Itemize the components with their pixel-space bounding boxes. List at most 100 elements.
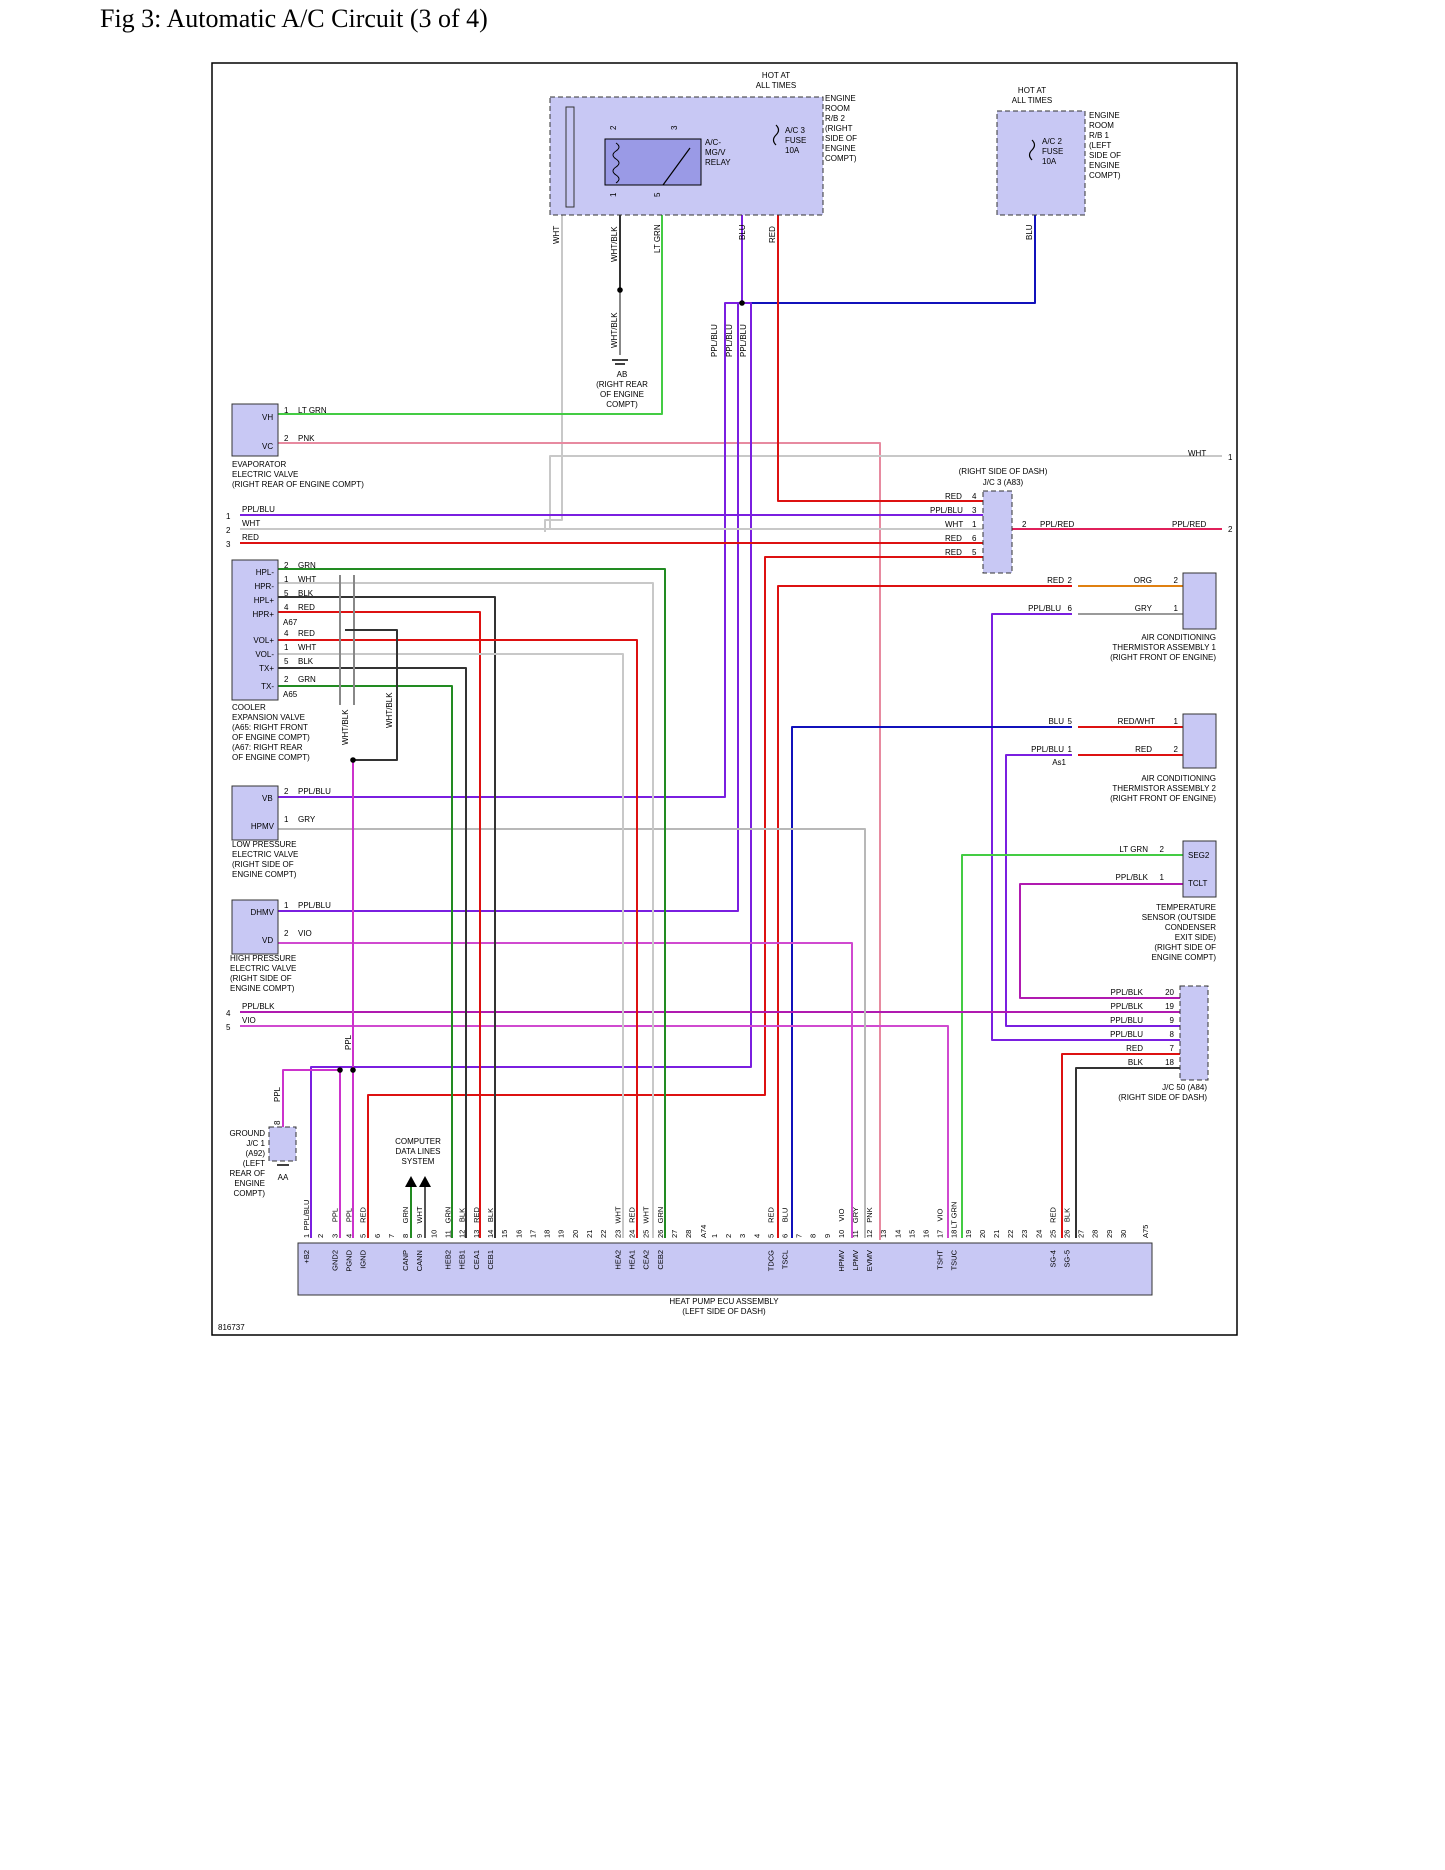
ecu-a75-pin-number: 11 bbox=[851, 1230, 860, 1238]
ecu-a75-terminal-name: TSUC bbox=[950, 1249, 959, 1270]
ecu-a74-pin-number: 8 bbox=[401, 1234, 410, 1238]
label-text: LT GRN bbox=[653, 224, 662, 253]
label-text: 1 bbox=[284, 901, 289, 910]
ecu-connector-a74: A74 bbox=[699, 1225, 708, 1238]
ecu-a74-pin-number: 26 bbox=[656, 1230, 665, 1238]
ecu-a74-wire-color: RED bbox=[472, 1207, 481, 1223]
label-text: 4 bbox=[226, 1009, 231, 1018]
ecu-a75-terminal-name: LPMV bbox=[851, 1250, 860, 1270]
label-text: PPL/BLK bbox=[1116, 873, 1149, 882]
wire-pnk-evap-vc bbox=[278, 442, 881, 1240]
label-text: PPL/BLU bbox=[930, 506, 963, 515]
cev-pin: VOL- bbox=[255, 650, 274, 659]
ecu-a74-pin-number: 22 bbox=[599, 1230, 608, 1238]
relay-coil-icon bbox=[612, 142, 620, 184]
cev-pin-number: 2 bbox=[284, 561, 289, 570]
diagram-frame bbox=[211, 62, 1238, 1336]
jc50-wire-color: PPL/BLK bbox=[1111, 1002, 1144, 1011]
wire-pplblu-hpv bbox=[278, 302, 742, 912]
label-text: 1 bbox=[1174, 604, 1179, 613]
wire-pplblu-jc50-8 bbox=[991, 613, 1180, 1041]
label-text: DHMV bbox=[250, 908, 274, 917]
label-text: WHT bbox=[552, 226, 561, 244]
label-text: PPL bbox=[273, 1086, 282, 1102]
ecu-a75-pin-number: 21 bbox=[992, 1230, 1001, 1238]
label-text: 3 bbox=[972, 506, 977, 515]
label-text: A65 bbox=[283, 690, 298, 699]
wire-blu-rb1 bbox=[742, 215, 1036, 304]
ecu-a74-wire-color: PPL bbox=[344, 1208, 353, 1222]
ecu-a75-pin-number: 27 bbox=[1077, 1230, 1086, 1238]
ecu-a75-pin-number: 16 bbox=[922, 1230, 931, 1238]
ecu-a75-pin-number: 2 bbox=[724, 1234, 733, 1238]
label-text: PPL/RED bbox=[1040, 520, 1074, 529]
ecu-a74-pin-number: 16 bbox=[514, 1230, 523, 1238]
label-text: 6 bbox=[1068, 604, 1073, 613]
label-text: PPL/BLU bbox=[1031, 745, 1064, 754]
wire-blk-sg5 bbox=[1075, 1067, 1180, 1238]
ecu-a74-wire-color: BLK bbox=[458, 1208, 467, 1222]
ecu-a74-pin-number: 21 bbox=[585, 1230, 594, 1238]
ecu-a74-terminal-name: CEA2 bbox=[642, 1250, 651, 1270]
jc50-pin-number: 7 bbox=[1170, 1044, 1175, 1053]
label-text: PPL/BLU bbox=[725, 324, 734, 357]
cev-wire-color: GRN bbox=[298, 675, 316, 684]
ecu-a75-pin-number: 1 bbox=[710, 1234, 719, 1238]
label-text: RED bbox=[1135, 745, 1152, 754]
low-pressure-electric-valve bbox=[231, 785, 279, 841]
ecu-a74-wire-color: GRN bbox=[656, 1207, 665, 1224]
label-text: WHT/BLK bbox=[341, 709, 350, 745]
jc50-wire-color: PPL/BLK bbox=[1111, 988, 1144, 997]
label-text: GRY bbox=[1135, 604, 1153, 613]
label-text: A67 bbox=[283, 618, 298, 627]
label-text: RED bbox=[945, 492, 962, 501]
ecu-a74-pin-number: 5 bbox=[359, 1234, 368, 1238]
label-text: RED bbox=[945, 534, 962, 543]
jc50-wire-color: RED bbox=[1126, 1044, 1143, 1053]
label-text: PPL/BLU bbox=[739, 324, 748, 357]
cev-pin-number: 4 bbox=[284, 629, 289, 638]
label-text: VIO bbox=[298, 929, 312, 938]
wire-red-cea1 bbox=[278, 611, 481, 1238]
ecu-a75-wire-color: RED bbox=[766, 1207, 775, 1223]
ecu-a75-pin-number: 29 bbox=[1105, 1230, 1114, 1238]
ecu-a74-pin-number: 4 bbox=[344, 1234, 353, 1238]
wire-wht-hea2 bbox=[278, 653, 624, 1238]
label-text: 2 bbox=[1174, 576, 1179, 585]
ecu-a75-pin-number: 20 bbox=[978, 1230, 987, 1238]
ecu-a74-wire-color: WHT bbox=[415, 1206, 424, 1223]
label-text: BLU bbox=[1048, 717, 1064, 726]
label-text: 5 bbox=[972, 548, 977, 557]
ecu-a75-terminal-name: SG-4 bbox=[1048, 1250, 1057, 1268]
label-text: 2 bbox=[1174, 745, 1179, 754]
ecu-a75-pin-number: 24 bbox=[1034, 1230, 1043, 1238]
ecu-a74-wire-color: BLK bbox=[486, 1208, 495, 1222]
wire-pplblu-jc50-9 bbox=[1005, 754, 1180, 1027]
ecu-a75-pin-number: 17 bbox=[936, 1230, 945, 1238]
jc50-pin-number: 9 bbox=[1170, 1016, 1175, 1025]
component-layer bbox=[231, 96, 1217, 1296]
ecu-a75-wire-color: GRY bbox=[851, 1207, 860, 1223]
wire-ppl-gnd bbox=[282, 1069, 340, 1130]
label-text: RED bbox=[945, 548, 962, 557]
jc50-pin-number: 18 bbox=[1165, 1058, 1174, 1067]
ecu-a75-pin-number: 15 bbox=[907, 1230, 916, 1238]
ecu-a74-terminal-name: HEA1 bbox=[627, 1250, 636, 1270]
ecu-a75-wire-color: RED bbox=[1048, 1207, 1057, 1223]
wire-blu-tscl bbox=[791, 726, 1072, 1238]
wire-whtblk-cev bbox=[345, 629, 398, 761]
high-pressure-electric-valve bbox=[231, 899, 279, 955]
splice-dot bbox=[350, 1067, 356, 1073]
ecu-a74-pin-number: 14 bbox=[486, 1230, 495, 1238]
ecu-a74-wire-color: PPL bbox=[330, 1208, 339, 1222]
ecu-a74-pin-number: 24 bbox=[627, 1230, 636, 1238]
cev-pin: HPR+ bbox=[252, 610, 274, 619]
ecu-a75-pin-number: 8 bbox=[809, 1234, 818, 1238]
fuse-ac2-icon bbox=[1028, 139, 1036, 161]
ecu-a75-pin-number: 4 bbox=[752, 1234, 761, 1238]
